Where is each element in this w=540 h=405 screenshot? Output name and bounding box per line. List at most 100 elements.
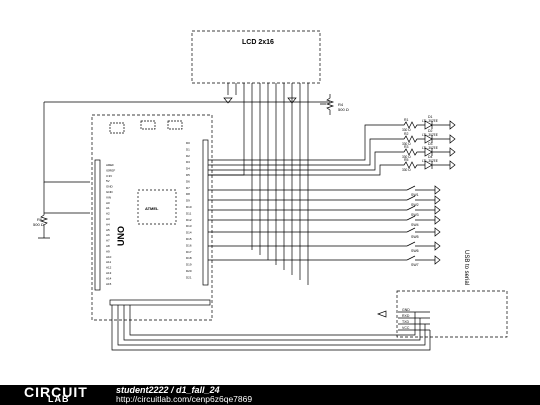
led-part-1: LTL-307EE [422,119,438,123]
left-pin-2: 3.3V [106,174,112,178]
right-pin-20: D20 [186,269,192,273]
left-pin-22: A15 [106,282,112,286]
project-name[interactable]: d1_fall_24 [176,385,220,395]
usb-label: USB to serial [463,250,469,285]
gnd-symbol-1 [223,97,233,104]
resistor-label-4: R5 [404,158,409,162]
project-meta: student2222 / d1_fall_24 http://circuitl… [116,386,252,404]
arduino-part-2 [140,120,156,130]
left-pin-20: A13 [106,271,112,275]
arduino-board [91,114,213,321]
left-pin-9: A2 [106,212,110,216]
right-pin-2: D2 [186,154,190,158]
led-resistors [400,121,425,169]
right-pin-7: D7 [186,186,190,190]
project-title[interactable]: student2222 / d1_fall_24 [116,386,252,395]
right-pin-14: D14 [186,231,192,235]
right-pin-12: D12 [186,218,192,222]
usb-pin-txd: TXD [402,320,409,324]
left-pin-4: GND [106,185,114,189]
arduino-part-1 [109,122,125,134]
footer-bar: CIRCUIT LAB student2222 / d1_fall_24 htt… [0,384,540,405]
resistor-label-1: R1 [404,118,409,122]
resistor-label-2: R2 [404,132,409,136]
left-pin-15: A8 [106,244,110,248]
left-pin-5: GND [106,190,114,194]
resistor-value-1: 330 Ω [402,128,411,132]
right-pin-9: D9 [186,199,190,203]
switch-label-5: SW5 [411,235,419,239]
r4-label: R4 [338,102,344,107]
led-lines [208,124,400,176]
title-separator: / [168,385,177,395]
r4-value: 500 Ω [338,107,349,112]
left-pin-3: 5V [106,179,110,183]
resistor-value-3: 330 Ω [402,155,411,159]
right-pin-16: D16 [186,243,192,247]
left-pin-19: A12 [106,266,112,270]
right-pin-0: D0 [186,141,190,145]
right-pin-17: D17 [186,250,192,254]
bottom-header [109,299,211,306]
left-header [94,159,101,291]
r6-label: R6 [37,217,43,222]
arduino-label: UNO [116,226,126,246]
usb-pin-gnd: GND [402,308,410,312]
left-pin-7: A0 [106,201,110,205]
right-pin-6: D6 [186,179,190,183]
left-pin-12: A5 [106,228,110,232]
right-pin-13: D13 [186,224,192,228]
circuitlab-logo[interactable]: CIRCUIT LAB [4,384,104,405]
lcd-pins [227,83,309,110]
right-pin-1: D1 [186,147,190,151]
logo-bottom-text: LAB [48,394,70,404]
right-pin-10: D10 [186,205,192,209]
left-pin-16: A9 [106,249,110,253]
left-pin-6: VIN [106,195,111,199]
left-pin-8: A1 [106,206,110,210]
led-label-3: D3 [428,142,433,146]
user-name[interactable]: student2222 [116,385,169,395]
left-pin-13: A6 [106,233,110,237]
switch-label-2: SW2 [411,203,419,207]
switches [406,185,435,261]
right-pin-3: D3 [186,160,190,164]
lcd-bus [208,95,309,285]
left-pin-17: A10 [106,255,112,259]
led-grounds [449,120,456,170]
right-pin-11: D11 [186,211,192,215]
switch-label-7: SW7 [411,263,419,267]
switch-label-1: SW1 [411,193,419,197]
lcd-label: LCD 2x16 [242,39,274,46]
switch-lines [208,189,407,261]
led-part-4: LTL-307EE [422,159,438,163]
usb-pin-rxd: RXD [402,314,410,318]
led-diodes [424,120,450,170]
left-pin-0: AREF [106,163,114,167]
right-pin-4: D4 [186,167,190,171]
r6-resistor [38,182,50,239]
led-label-4: D4 [428,155,433,159]
resistor-value-4: 330 Ω [402,168,411,172]
right-pin-18: D18 [186,256,192,260]
usb-lines [111,305,431,351]
led-part-3: LTL-307EE [422,146,438,150]
left-pin-10: A3 [106,217,110,221]
left-pin-14: A7 [106,239,110,243]
right-header [202,139,209,286]
logo-top-text: CIRCUIT [24,384,88,400]
led-part-2: LTL-307EE [422,133,438,137]
resistor-value-2: 330 Ω [402,142,411,146]
resistor-label-3: R3 [404,145,409,149]
mcu-label: ATMEL [145,206,159,211]
switch-grounds [434,185,441,265]
right-pin-5: D5 [186,173,190,177]
right-pin-21: D21 [186,275,192,279]
left-pin-1: IOREF [106,168,115,172]
usb-pin-stubs [398,311,430,331]
switch-label-4: SW4 [411,223,419,227]
led-label-2: D2 [428,129,433,133]
project-url[interactable]: http://circuitlab.com/cenp6z6qe7869 [116,394,253,404]
switch-label-6: SW6 [411,249,419,253]
